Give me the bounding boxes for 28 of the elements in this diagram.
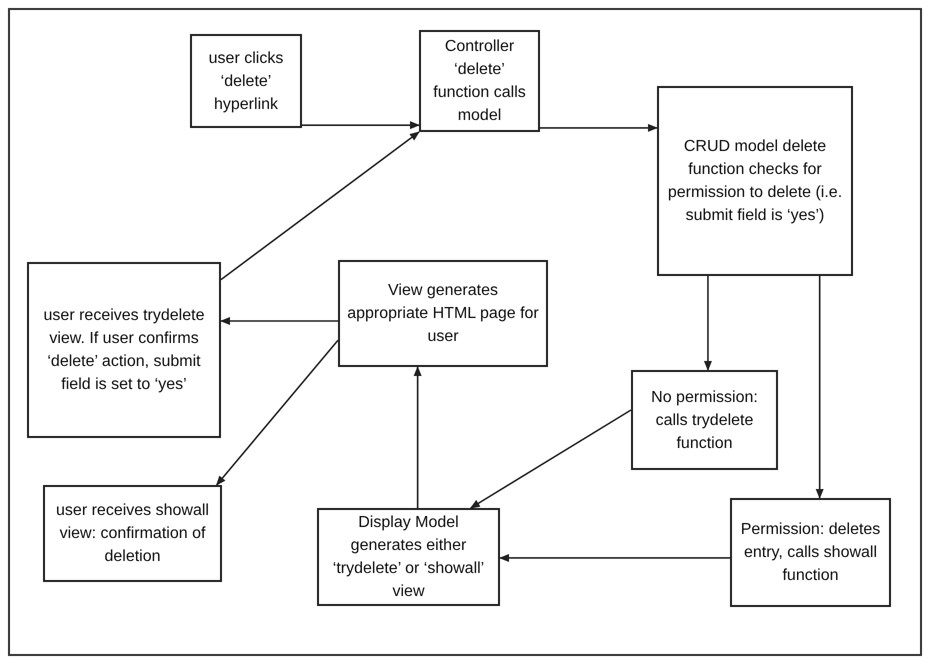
arrow [220,317,338,325]
arrow [816,276,824,499]
process-box [657,86,853,276]
box-text: View generates appropriate HTML page for user [346,281,540,347]
arrow [499,554,730,562]
process-box [631,370,778,470]
arrow [704,276,712,371]
process-box [317,508,500,606]
process-box [419,30,540,132]
arrow [216,340,339,486]
process-box [338,260,548,367]
arrow [470,409,632,509]
arrow [540,124,658,132]
box-text: user receives trydelete view. If user confirms ‘delete’ action, submit field is set to ‘yes’ [42,306,206,395]
box-text: Display Model generates either ‘trydelete’ or ‘showall’ view [332,513,486,602]
box-text: user receives showall view: confirmation of deletion [55,501,210,567]
process-box [190,34,302,128]
box-text: user clicks ‘delete’ hyperlink [208,48,284,114]
arrow [302,121,420,130]
process-box [730,498,891,607]
box-text: CRUD model delete function checks for permission to delete (i.e. submit field is ‘yes’) [666,137,844,226]
box-text: Controller ‘delete’ function calls model [432,37,527,126]
process-box [43,485,222,582]
arrow [414,366,422,508]
box-text: No permission: calls trydelete function [650,388,759,454]
box-text: Permission: deletes entry, calls showall function [740,520,882,586]
arrow [220,131,420,280]
process-box [27,262,221,438]
